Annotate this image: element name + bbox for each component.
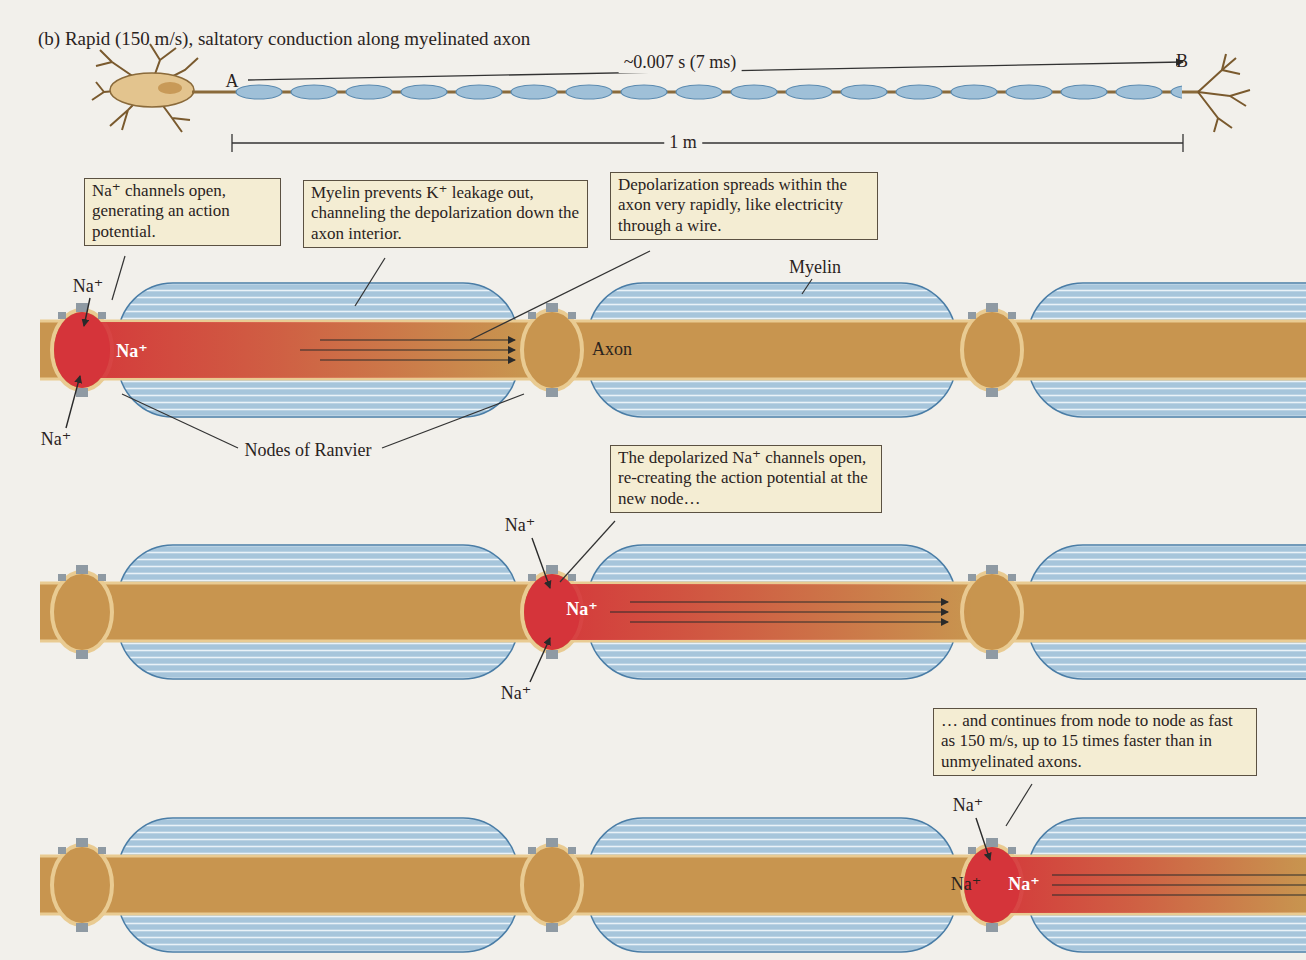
callout-box: … and continues from node to node as fas… bbox=[933, 708, 1257, 776]
diagram-label: A bbox=[226, 72, 239, 92]
callout-text: The depolarized Na⁺ channels open, re-cr… bbox=[618, 448, 874, 509]
diagram-label: Na⁺ bbox=[951, 875, 982, 895]
diagram-label: Na⁺ bbox=[73, 277, 104, 297]
diagram-label: Na⁺ bbox=[953, 796, 984, 816]
diagram-label: Nodes of Ranvier bbox=[245, 441, 372, 461]
callout-box: The depolarized Na⁺ channels open, re-cr… bbox=[610, 445, 882, 513]
callout-text: Myelin prevents K⁺ leakage out, channeli… bbox=[311, 183, 580, 244]
diagram-label: Na⁺ bbox=[1008, 875, 1040, 895]
diagram-label: Na⁺ bbox=[566, 600, 598, 620]
diagram-label: ~0.007 s (7 ms) bbox=[619, 53, 742, 73]
diagram-label: Na⁺ bbox=[505, 516, 536, 536]
callout-box: Myelin prevents K⁺ leakage out, channeli… bbox=[303, 180, 588, 248]
callout-box: Na⁺ channels open, generating an action … bbox=[84, 178, 281, 246]
diagram-label: Na⁺ bbox=[501, 684, 532, 704]
diagram-label: Na⁺ bbox=[116, 342, 148, 362]
diagram-label: 1 m bbox=[664, 133, 702, 153]
diagram-label: Na⁺ bbox=[41, 430, 72, 450]
diagram-label: Myelin bbox=[789, 258, 841, 278]
callout-box: Depolarization spreads within the axon v… bbox=[610, 172, 878, 240]
callout-text: Depolarization spreads within the axon v… bbox=[618, 175, 870, 236]
diagram-label: B bbox=[1176, 52, 1188, 72]
callout-text: … and continues from node to node as fas… bbox=[941, 711, 1249, 772]
figure-title: (b) Rapid (150 m/s), saltatory conductio… bbox=[38, 28, 530, 50]
callout-text: Na⁺ channels open, generating an action … bbox=[92, 181, 273, 242]
diagram-label: Axon bbox=[592, 340, 632, 360]
